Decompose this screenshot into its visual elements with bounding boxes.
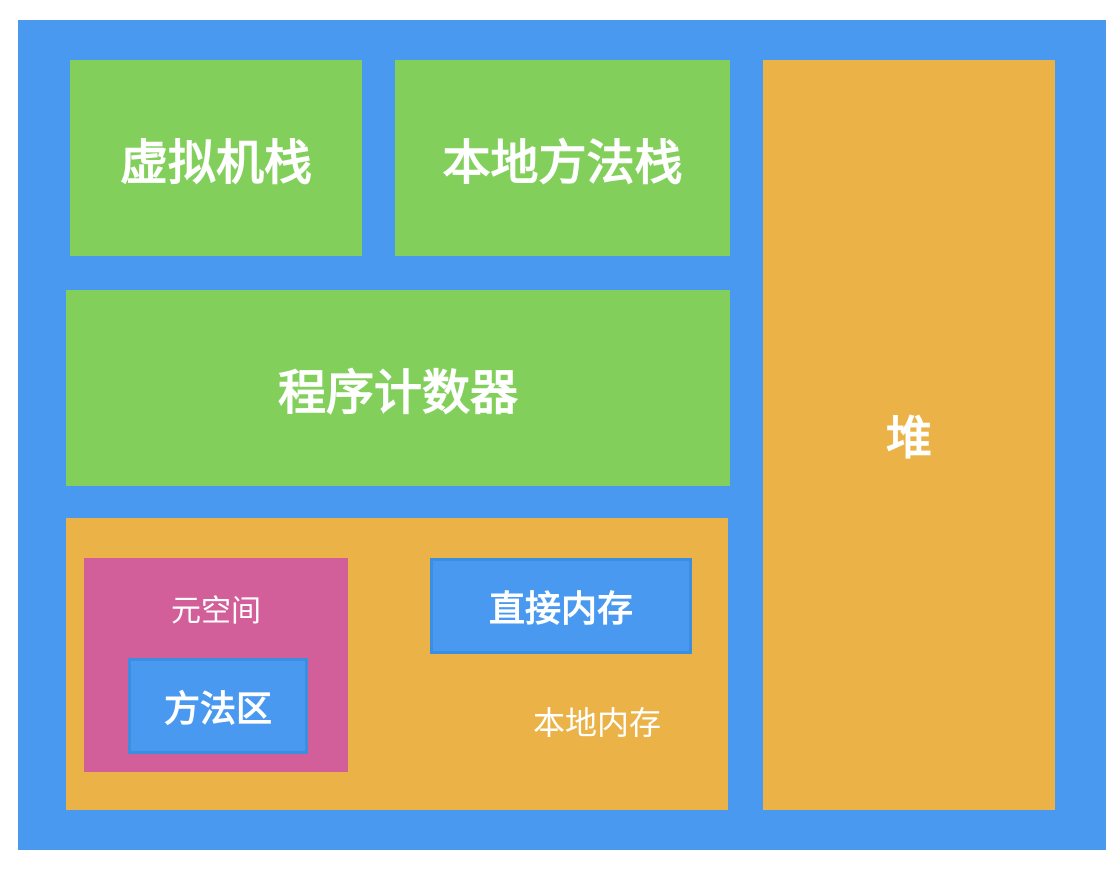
native-method-stack-block: 本地方法栈 bbox=[395, 60, 730, 256]
heap-label: 堆 bbox=[886, 411, 932, 465]
native-memory-block: 元空间 方法区 直接内存 本地内存 bbox=[66, 518, 728, 810]
native-memory-label: 本地内存 bbox=[532, 704, 661, 742]
method-area-label: 方法区 bbox=[163, 689, 272, 730]
metaspace-label: 元空间 bbox=[171, 594, 261, 629]
program-counter-block: 程序计数器 bbox=[66, 290, 730, 486]
direct-memory-label: 直接内存 bbox=[488, 589, 633, 630]
heap-block: 堆 bbox=[763, 60, 1055, 810]
program-counter-label: 程序计数器 bbox=[277, 365, 518, 421]
jvm-stack-label: 虚拟机栈 bbox=[119, 135, 312, 191]
jvm-stack-block: 虚拟机栈 bbox=[70, 60, 362, 256]
direct-memory-block: 直接内存 bbox=[430, 558, 692, 654]
native-method-stack-label: 本地方法栈 bbox=[442, 135, 683, 191]
method-area-block: 方法区 bbox=[128, 658, 308, 754]
metaspace-block: 元空间 方法区 bbox=[84, 558, 348, 772]
